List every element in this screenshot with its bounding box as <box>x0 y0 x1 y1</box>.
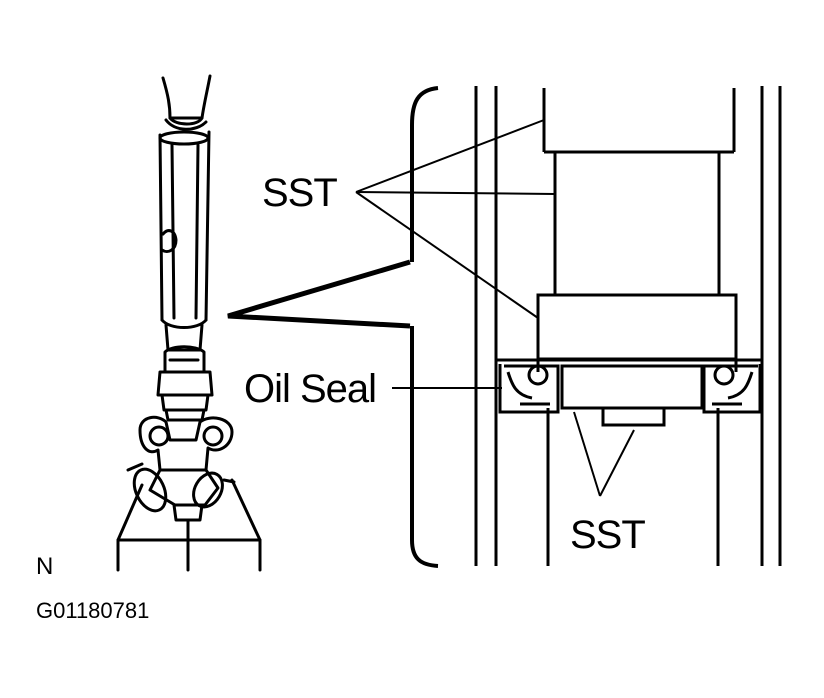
oil-seal-label: Oil Seal <box>244 367 376 411</box>
sst-bottom-leader-1 <box>573 411 601 497</box>
sst-driver-tube <box>158 130 211 329</box>
steering-gear-assembly <box>116 74 262 572</box>
figure-code: G01180781 <box>36 598 149 623</box>
gear-collar <box>156 323 214 422</box>
view-letter: N <box>36 553 53 580</box>
sst-upper-tool <box>536 88 738 372</box>
support-block <box>116 478 262 572</box>
sst-leader-1 <box>355 119 545 193</box>
sst-label-bottom: SST <box>570 513 645 557</box>
sst-bottom-leader-2 <box>599 429 635 497</box>
gear-housing <box>126 415 236 522</box>
leader-lines <box>355 119 635 497</box>
oil-seal <box>496 358 762 427</box>
sst-label-top: SST <box>262 171 337 215</box>
detail-bracket <box>410 86 439 568</box>
sst-leader-2 <box>355 191 556 195</box>
sst-leader-3 <box>355 191 539 319</box>
housing-walls <box>474 86 782 566</box>
tool-handle <box>161 74 212 131</box>
lower-bore <box>546 408 720 566</box>
enlarged-section-view <box>410 86 782 568</box>
callout-pointer <box>227 259 411 329</box>
